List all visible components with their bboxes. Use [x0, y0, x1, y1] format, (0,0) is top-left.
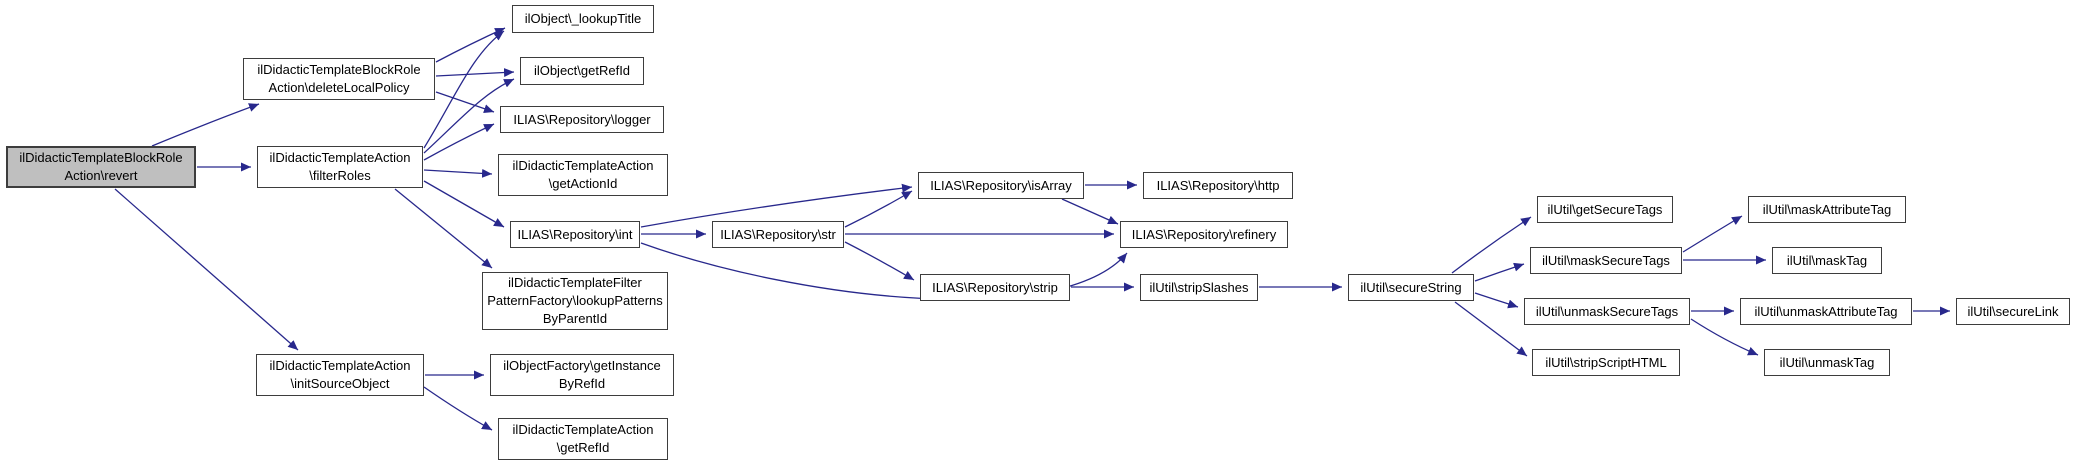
node-secureLink[interactable]: ilUtil\secureLink: [1956, 298, 2070, 325]
edge-unmaskSecureTags-unmaskTag: [1690, 318, 1759, 356]
node-templateGetRefId[interactable]: ilDidacticTemplateAction \getRefId: [498, 418, 668, 460]
node-label: \initSourceObject: [290, 376, 390, 391]
node-label: ILIAS\Repository\http: [1156, 177, 1280, 193]
node-label: ByParentId: [542, 311, 608, 326]
node-label: ILIAS\Repository\logger: [513, 111, 651, 127]
node-label: ilObjectFactory\getInstance: [503, 358, 661, 373]
edge-revert-deleteLocalPolicy: [151, 103, 260, 147]
node-label: ILIAS\Repository\int: [517, 226, 633, 242]
node-getActionId[interactable]: ilDidacticTemplateAction \getActionId: [498, 154, 668, 196]
node-getInstanceByRefId[interactable]: ilObjectFactory\getInstance ByRefId: [490, 354, 674, 396]
edge-filterRoles-lookupTitle: [423, 30, 505, 149]
node-label: ilDidacticTemplateAction: [512, 422, 654, 437]
node-isArray[interactable]: ILIAS\Repository\isArray: [918, 172, 1084, 199]
edge-filterRoles-getActionId: [423, 168, 493, 178]
node-label: ilUtil\stripSlashes: [1149, 279, 1249, 295]
node-label: ILIAS\Repository\strip: [932, 279, 1058, 295]
node-refinery[interactable]: ILIAS\Repository\refinery: [1120, 221, 1288, 248]
node-label: ilUtil\maskSecureTags: [1542, 252, 1670, 268]
node-label: ilObject\getRefId: [533, 63, 631, 78]
node-filterRoles[interactable]: ilDidacticTemplateAction \filterRoles: [257, 146, 423, 188]
node-unmaskSecureTags[interactable]: ilUtil\unmaskSecureTags: [1524, 298, 1690, 325]
node-label: ilUtil\unmaskTag: [1779, 354, 1875, 370]
node-objectGetRefId[interactable]: ilObject\getRefId: [520, 57, 644, 85]
node-label: \getActionId: [548, 176, 618, 191]
node-label: ilDidacticTemplateAction: [269, 150, 411, 165]
node-label: ilUtil\getSecureTags: [1547, 201, 1663, 217]
node-label: ByRefId: [558, 376, 606, 391]
edge-repositoryInt-isArray: [640, 183, 913, 228]
node-secureString[interactable]: ilUtil\secureString: [1348, 274, 1474, 301]
node-maskTag[interactable]: ilUtil\maskTag: [1772, 247, 1882, 274]
edge-repositoryStr-isArray: [844, 190, 913, 228]
node-revert[interactable]: ilDidacticTemplateBlockRole Action\rever…: [6, 146, 196, 188]
node-label: ilDidacticTemplateAction: [512, 158, 654, 173]
node-label: ilUtil\maskAttributeTag: [1762, 201, 1892, 217]
node-label: ILIAS\Repository\isArray: [930, 177, 1072, 193]
edge-isArray-refinery: [1061, 198, 1119, 225]
node-label: ilUtil\secureLink: [1967, 303, 2059, 319]
node-label: ilUtil\maskTag: [1786, 252, 1868, 268]
edge-repositoryStr-repositoryStrip: [844, 241, 915, 281]
edge-filterRoles-repositoryInt: [423, 180, 505, 228]
node-unmaskAttributeTag[interactable]: ilUtil\unmaskAttributeTag: [1740, 298, 1912, 325]
node-stripScriptHTML[interactable]: ilUtil\stripScriptHTML: [1532, 349, 1680, 376]
node-label: Action\revert: [64, 168, 138, 183]
node-getSecureTags[interactable]: ilUtil\getSecureTags: [1537, 196, 1673, 223]
edge-revert-initSourceObject: [114, 188, 299, 351]
node-repositoryInt[interactable]: ILIAS\Repository\int: [510, 221, 640, 248]
node-label: ilDidacticTemplateBlockRole: [257, 62, 421, 77]
node-repositoryLogger[interactable]: ILIAS\Repository\logger: [500, 106, 664, 133]
node-label: ilObject\_lookupTitle: [524, 11, 642, 26]
edge-deleteLocalPolicy-lookupTitle: [435, 27, 506, 63]
node-label: \getRefId: [556, 440, 610, 455]
node-label: ilUtil\secureString: [1360, 279, 1462, 295]
edge-deleteLocalPolicy-objectGetRefId: [435, 68, 515, 78]
node-repositoryHttp[interactable]: ILIAS\Repository\http: [1143, 172, 1293, 199]
edge-deleteLocalPolicy-repositoryLogger: [435, 91, 495, 113]
node-initSourceObject[interactable]: ilDidacticTemplateAction \initSourceObje…: [256, 354, 424, 396]
node-label: ilDidacticTemplateAction: [269, 358, 411, 373]
node-label: ILIAS\Repository\str: [720, 226, 836, 242]
node-stripSlashes[interactable]: ilUtil\stripSlashes: [1140, 274, 1258, 301]
node-label: ilUtil\unmaskSecureTags: [1535, 303, 1679, 319]
node-label: \filterRoles: [309, 168, 371, 183]
node-unmaskTag[interactable]: ilUtil\unmaskTag: [1764, 349, 1890, 376]
edge-secureString-getSecureTags: [1451, 216, 1532, 274]
edge-maskSecureTags-maskAttributeTag: [1682, 215, 1743, 253]
edge-secureString-maskSecureTags: [1474, 262, 1525, 282]
node-maskSecureTags[interactable]: ilUtil\maskSecureTags: [1530, 247, 1682, 274]
edge-repositoryInt-refinery: [640, 242, 1128, 300]
edge-filterRoles-repositoryLogger: [423, 123, 495, 161]
edge-secureString-unmaskSecureTags: [1474, 292, 1519, 309]
node-repositoryStr[interactable]: ILIAS\Repository\str: [712, 221, 844, 248]
edge-secureString-stripScriptHTML: [1454, 301, 1528, 357]
node-repositoryStrip[interactable]: ILIAS\Repository\strip: [920, 274, 1070, 301]
node-lookupPatternsByParentId[interactable]: ilDidacticTemplateFilter PatternFactory\…: [482, 272, 668, 330]
node-label: ilUtil\unmaskAttributeTag: [1754, 303, 1898, 319]
edge-filterRoles-objectGetRefId: [423, 78, 515, 154]
node-label: PatternFactory\lookupPatterns: [487, 293, 663, 308]
node-deleteLocalPolicy[interactable]: ilDidacticTemplateBlockRole Action\delet…: [243, 58, 435, 100]
node-label: Action\deleteLocalPolicy: [268, 80, 410, 95]
edge-filterRoles-lookupPatternsByParentId: [394, 188, 493, 269]
node-label: ILIAS\Repository\refinery: [1131, 226, 1277, 242]
node-lookupTitle[interactable]: ilObject\_lookupTitle: [512, 5, 654, 33]
node-maskAttributeTag[interactable]: ilUtil\maskAttributeTag: [1748, 196, 1906, 223]
node-label: ilDidacticTemplateFilter: [508, 275, 642, 290]
edge-initSourceObject-templateGetRefId: [423, 386, 493, 431]
node-label: ilDidacticTemplateBlockRole: [19, 150, 183, 165]
node-label: ilUtil\stripScriptHTML: [1545, 354, 1667, 370]
